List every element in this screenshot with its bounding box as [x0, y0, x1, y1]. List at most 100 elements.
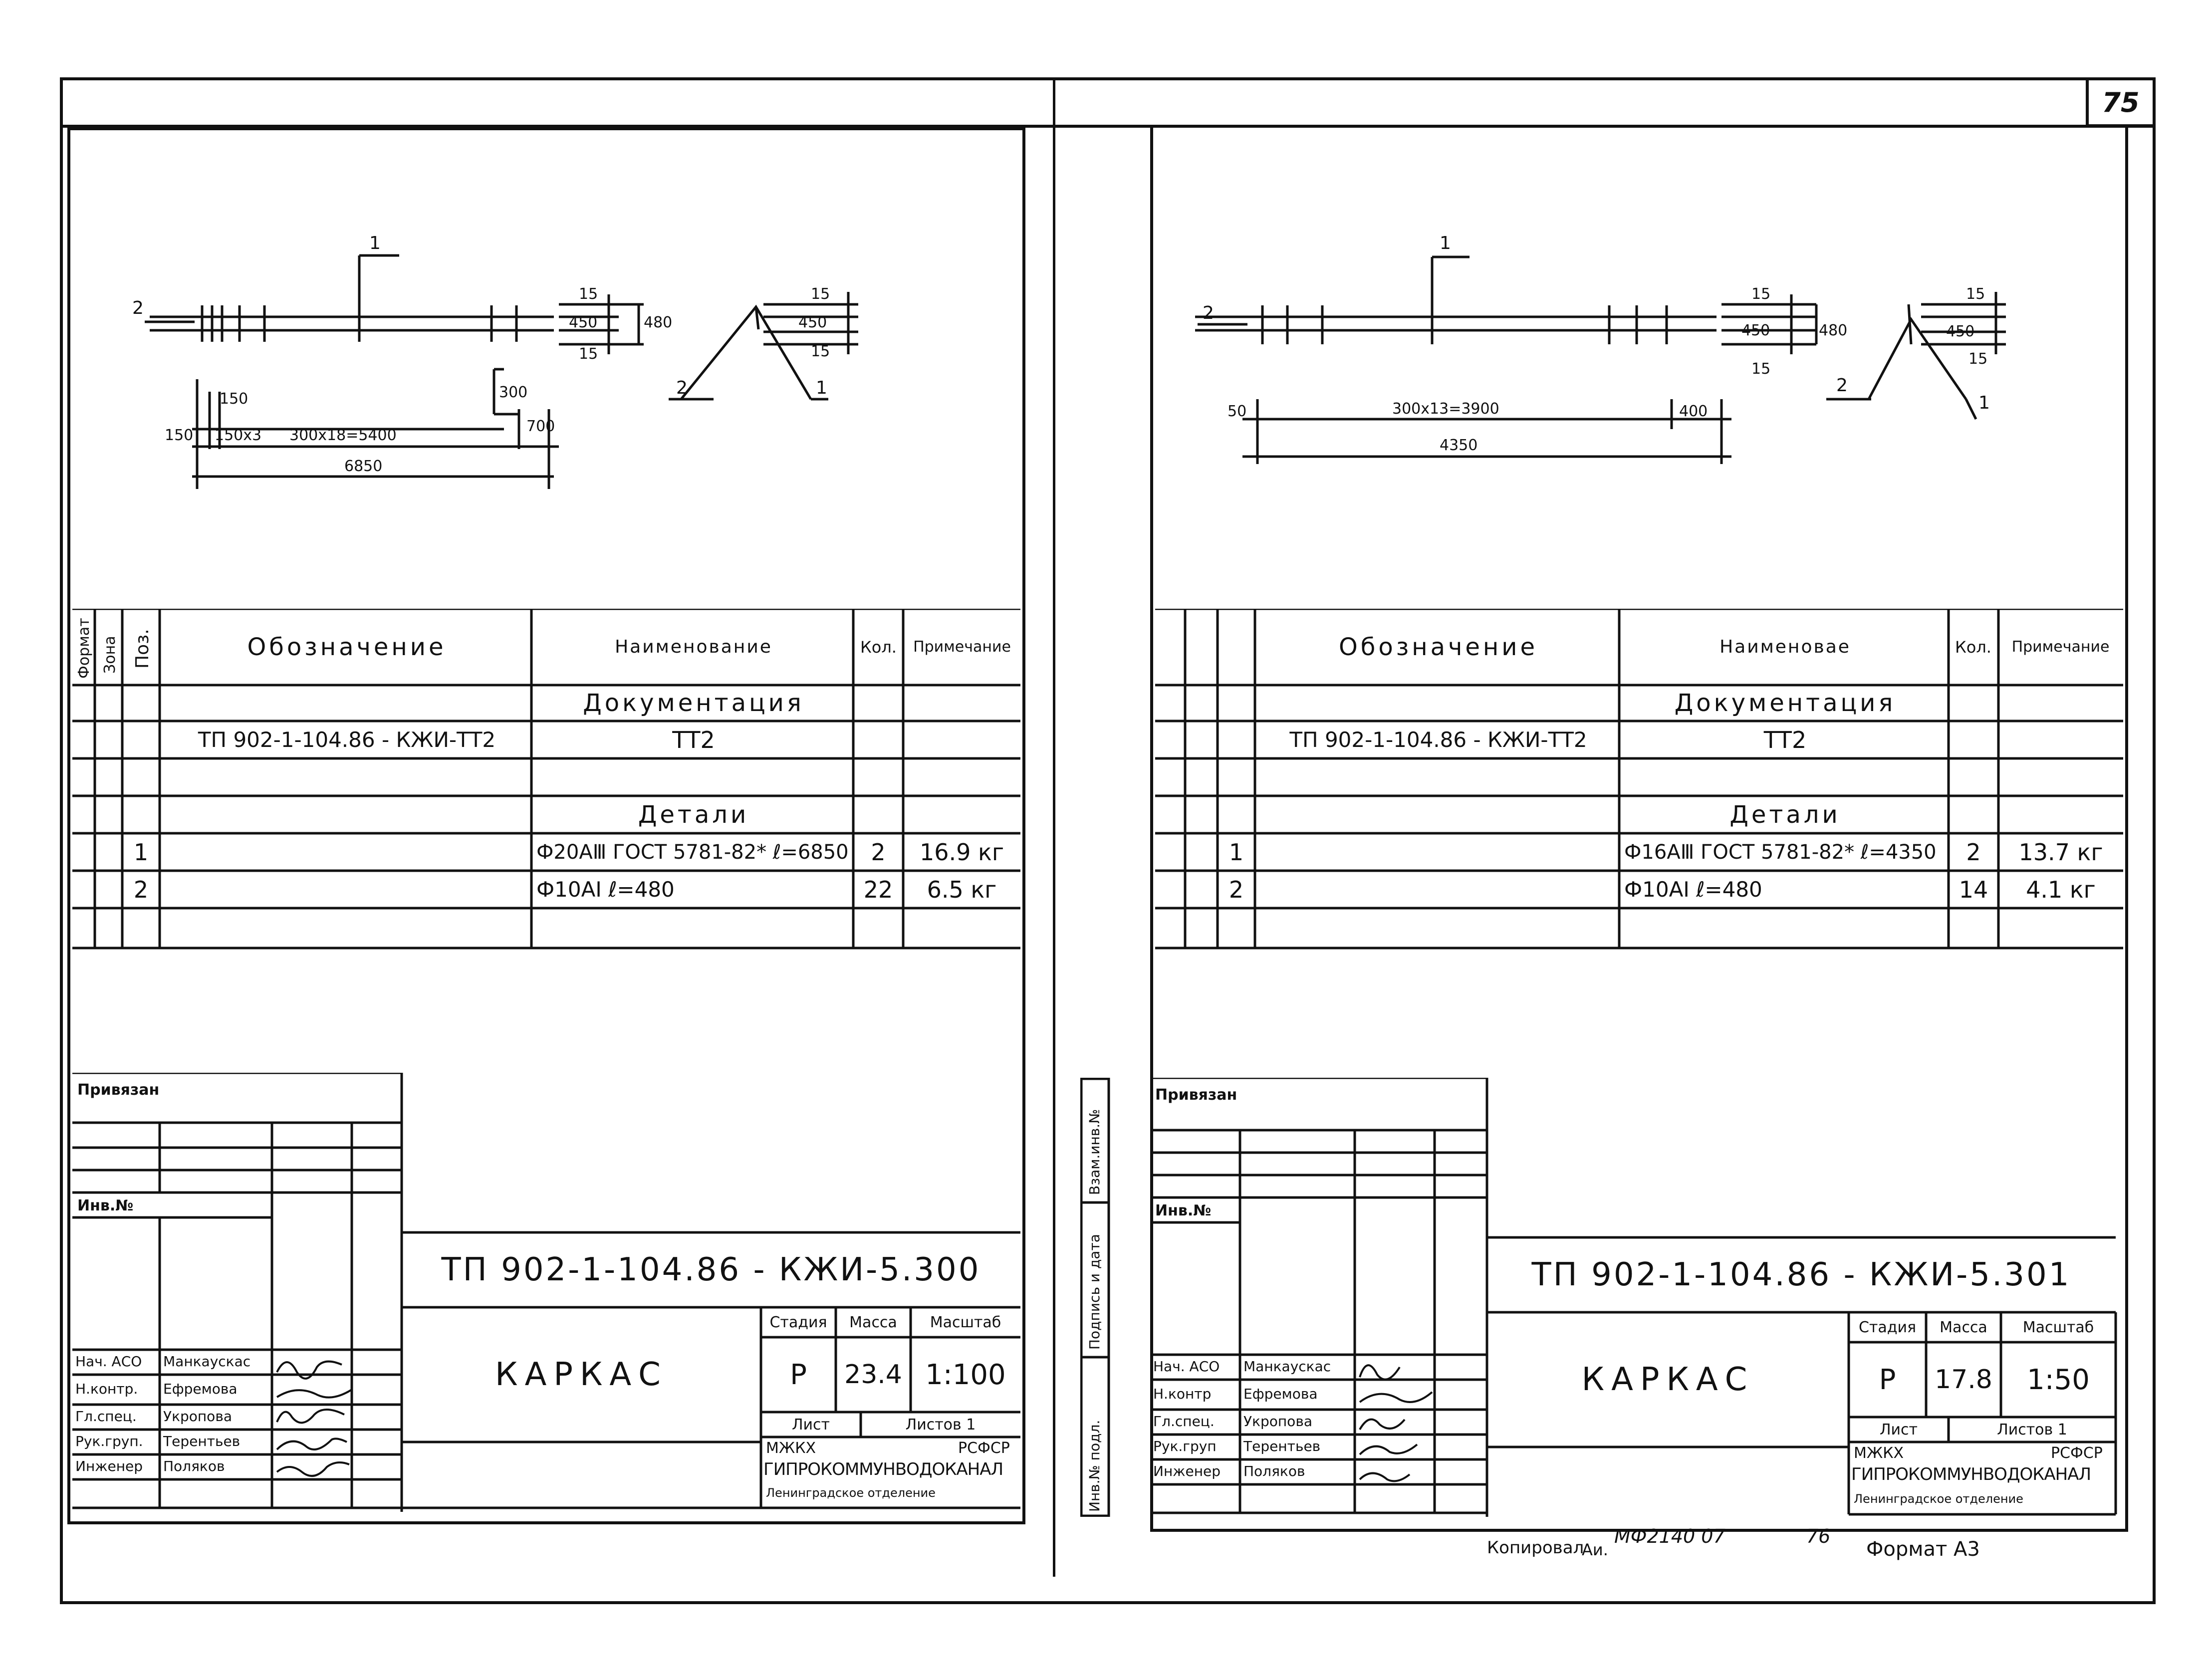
right-row-doc-designation: ТП 902-1-104.86 - КЖИ-ТТ2 [1289, 727, 1587, 752]
left-role-5: Инженер [75, 1458, 143, 1474]
right-org1: МЖКХ [1854, 1444, 1904, 1462]
left-scale: 1:100 [925, 1358, 1006, 1391]
right-col-note: Примечание [2011, 638, 2110, 656]
right-title-block: Привязан Инв.№ ТП 902-1-104.86 - КЖИ-5.3… [1150, 1078, 2123, 1517]
left-role-4: Рук.груп. [75, 1433, 143, 1449]
left-name-5: Поляков [163, 1458, 225, 1474]
left-title-block: Привязан Инв.№ ТП 902-1-104.86 - КЖИ-5.3… [72, 1073, 1020, 1512]
left-org4: Ленинградское отделение [766, 1486, 936, 1500]
right-pos-2-label: 2 [1203, 303, 1214, 323]
right-pos-1-label: 1 [1440, 233, 1451, 253]
right-dim-15a: 15 [1751, 285, 1771, 303]
right-role-3: Гл.спец. [1153, 1413, 1215, 1430]
right-mass-h: Масса [1940, 1318, 1987, 1336]
left-dim-700: 700 [526, 418, 555, 435]
left-dim-15a: 15 [579, 285, 598, 303]
right-col-designation: Обозначение [1338, 633, 1538, 661]
right-dim-50: 50 [1228, 403, 1247, 420]
right-sec-pos1: 1 [1978, 393, 1990, 413]
left-spec-table: Формат Зона Поз. Обозначение Наименовани… [72, 609, 1020, 953]
left-r1-pos: 1 [133, 838, 149, 866]
right-name-3: Укропова [1243, 1413, 1312, 1430]
right-role-4: Рук.груп [1153, 1438, 1217, 1454]
footer-format-label: Формат А3 [1866, 1538, 1980, 1561]
right-stage: Р [1879, 1363, 1896, 1396]
left-org3: ГИПРОКОММУНВОДОКАНАЛ [763, 1459, 1003, 1479]
left-name-4: Терентьев [163, 1433, 241, 1449]
left-org2: РСФСР [958, 1440, 1010, 1457]
left-role-1: Нач. АСО [75, 1353, 142, 1370]
footer-copied-initials: Аи. [1582, 1540, 1608, 1559]
right-side-strip: Взам.инв.№ Подпись и дата Инв.№ подл. [1080, 1078, 1150, 1517]
right-dim-480: 480 [1819, 322, 1848, 339]
left-scale-h: Масштаб [930, 1313, 1001, 1331]
right-stage-h: Стадия [1858, 1318, 1917, 1336]
left-sec-pos2: 2 [676, 378, 688, 398]
right-org4: Ленинградское отделение [1854, 1492, 2023, 1506]
right-r2-pos: 2 [1228, 876, 1244, 903]
left-sec-450: 450 [798, 314, 827, 331]
left-dim-150b: 150 [220, 390, 248, 408]
right-r1-note: 13.7 кг [2018, 838, 2103, 866]
right-name-5: Поляков [1243, 1463, 1305, 1479]
left-inv-label: Инв.№ [77, 1197, 134, 1214]
left-stage-h: Стадия [769, 1313, 827, 1331]
left-row-doc-header: Документация [583, 689, 804, 717]
left-col-name: Наименование [615, 637, 772, 657]
right-side-sign-date: Подпись и дата [1086, 1234, 1103, 1350]
left-dim-15b: 15 [579, 345, 598, 363]
right-sheet-frame [1150, 125, 2128, 1532]
right-row-doc-header: Документация [1674, 689, 1896, 717]
sheet-outer-frame [60, 77, 2156, 1604]
right-inv-label: Инв.№ [1155, 1202, 1212, 1219]
left-role-3: Гл.спец. [75, 1408, 137, 1425]
left-name-3: Укропова [163, 1408, 232, 1425]
right-name-1: Манкаускас [1243, 1358, 1331, 1375]
left-stage: Р [790, 1358, 807, 1391]
left-mass: 23.4 [844, 1360, 902, 1390]
right-name-4: Терентьев [1243, 1438, 1321, 1454]
right-r2-qty: 14 [1959, 876, 1988, 903]
left-col-designation: Обозначение [247, 633, 447, 661]
right-sec-450: 450 [1946, 323, 1975, 340]
right-role-5: Инженер [1153, 1463, 1221, 1479]
left-row-details-header: Детали [638, 800, 749, 829]
center-divider [1053, 80, 1055, 1577]
right-dim-450: 450 [1741, 322, 1770, 339]
right-sec-15a: 15 [1966, 285, 1985, 303]
left-row-doc-designation: ТП 902-1-104.86 - КЖИ-ТТ2 [198, 727, 496, 752]
left-sheets-h: Листов 1 [905, 1416, 976, 1434]
right-dim-total: 4350 [1440, 437, 1478, 454]
right-r2-name: Ф10АI ℓ=480 [1624, 877, 1762, 902]
left-dim-span: 300х18=5400 [289, 427, 397, 444]
right-r1-name: Ф16АⅢ ГОСТ 5781-82* ℓ=4350 [1624, 840, 1937, 864]
left-dim-450: 450 [569, 314, 598, 331]
left-sec-15b: 15 [811, 343, 830, 360]
right-dim-span: 300х13=3900 [1392, 400, 1499, 418]
left-sec-pos1: 1 [816, 378, 827, 398]
left-row-doc-name: ТТ2 [672, 726, 715, 753]
left-col-note: Примечание [913, 638, 1011, 656]
right-name-2: Ефремова [1243, 1386, 1318, 1402]
right-scale: 1:50 [2027, 1363, 2090, 1396]
right-org2: РСФСР [2051, 1444, 2103, 1462]
right-sec-15b: 15 [1968, 350, 1988, 368]
left-dim-150x3: 150х3 [215, 427, 262, 444]
right-mass: 17.8 [1935, 1365, 1992, 1395]
left-r1-note: 16.9 кг [920, 838, 1004, 866]
left-org1: МЖКХ [766, 1440, 816, 1457]
right-org3: ГИПРОКОММУНВОДОКАНАЛ [1851, 1464, 2091, 1484]
left-r2-note: 6.5 кг [927, 876, 997, 903]
right-role-1: Нач. АСО [1153, 1358, 1220, 1375]
footer-order-code: МФ2140 07 [1614, 1525, 1725, 1547]
left-name-2: Ефремова [163, 1381, 238, 1397]
right-side-inv-orig: Инв.№ подл. [1086, 1420, 1103, 1512]
left-col-qty: Кол. [860, 637, 897, 657]
top-frame-line [60, 125, 2156, 128]
right-sec-pos2: 2 [1836, 375, 1848, 396]
sheet-number-box: 75 [2086, 77, 2156, 127]
right-doc-code: ТП 902-1-104.86 - КЖИ-5.301 [1531, 1256, 2071, 1293]
sheet-number: 75 [2102, 86, 2140, 118]
right-row-doc-name: ТТ2 [1763, 726, 1807, 753]
